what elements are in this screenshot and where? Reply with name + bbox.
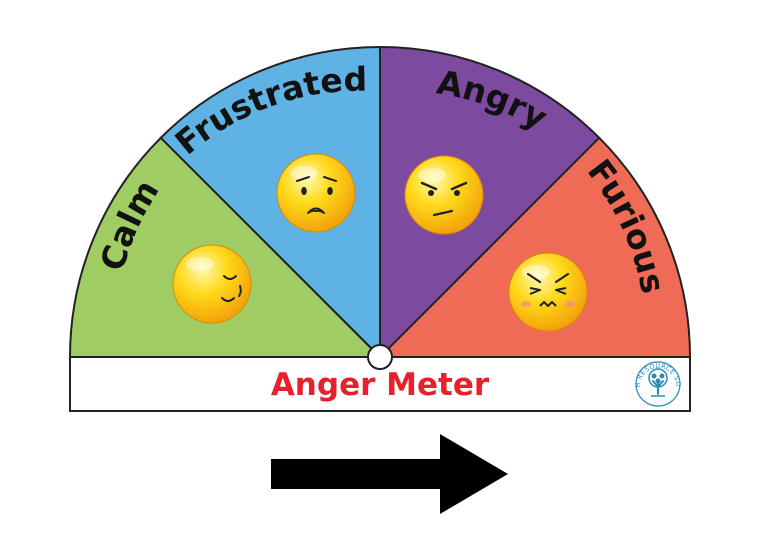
- right-arrow-icon: [271, 434, 508, 514]
- angry-face-icon: [404, 155, 484, 235]
- segment-frustrated: [159, 45, 381, 360]
- furious-face-icon: [508, 252, 588, 332]
- segment-furious: [377, 136, 692, 358]
- worried-face-icon: [276, 153, 356, 233]
- content-face-icon: [172, 244, 252, 324]
- segment-angry: [379, 45, 601, 360]
- meter-title: Anger Meter: [271, 367, 490, 403]
- pivot-circle: [367, 344, 393, 370]
